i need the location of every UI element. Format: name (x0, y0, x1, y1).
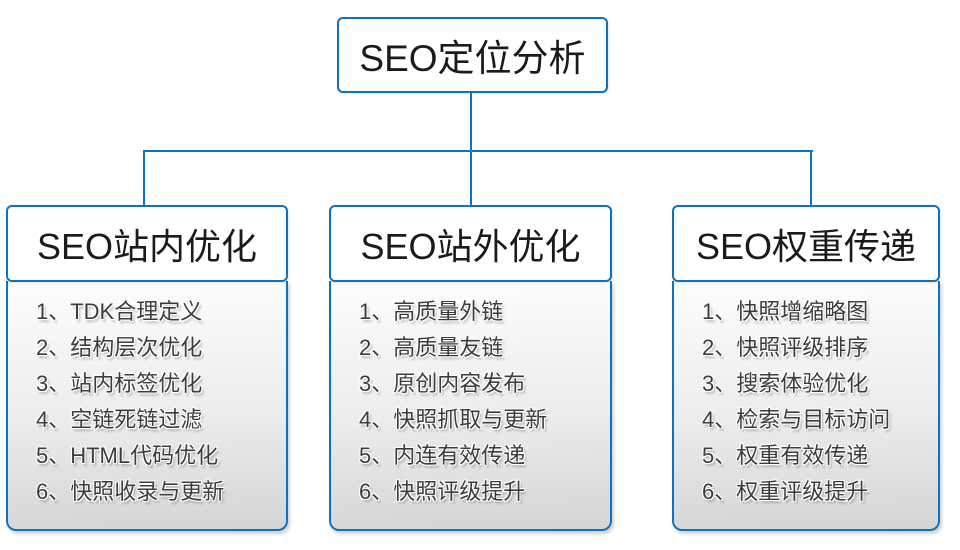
branch-onsite-optimization: SEO站内优化 1、TDK合理定义 2、结构层次优化 3、站内标签优化 4、空链… (6, 205, 288, 531)
list-item: 1、高质量外链 (359, 299, 504, 324)
list-item: 1、快照增缩略图 (702, 299, 869, 324)
branch-offsite-optimization: SEO站外优化 1、高质量外链 2、高质量友链 3、原创内容发布 4、快照抓取与… (329, 205, 612, 531)
list-item: 3、站内标签优化 (36, 371, 203, 396)
connector-root-vertical (470, 93, 472, 205)
branch-offsite-list: 1、高质量外链 2、高质量友链 3、原创内容发布 4、快照抓取与更新 5、内连有… (329, 281, 612, 531)
list-item: 5、权重有效传递 (702, 443, 869, 468)
list-item: 4、检索与目标访问 (702, 407, 891, 432)
branch-weight-transfer: SEO权重传递 1、快照增缩略图 2、快照评级排序 3、搜索体验优化 4、检索与… (672, 205, 940, 531)
branch-onsite-title: SEO站内优化 (36, 225, 258, 267)
list-item: 3、原创内容发布 (359, 371, 526, 396)
branch-offsite-title: SEO站外优化 (360, 225, 581, 267)
list-item: 6、快照收录与更新 (36, 479, 225, 504)
list-item: 5、内连有效传递 (359, 443, 526, 468)
branch-onsite-header: SEO站内优化 (6, 205, 288, 282)
list-item: 3、搜索体验优化 (702, 371, 869, 396)
list-item: 6、快照评级提升 (359, 479, 526, 504)
list-item: 2、结构层次优化 (36, 335, 203, 360)
list-item: 2、高质量友链 (359, 335, 504, 360)
root-node-title: SEO定位分析 (359, 38, 586, 79)
branch-weight-header: SEO权重传递 (672, 205, 940, 282)
list-item: 4、快照抓取与更新 (359, 407, 548, 432)
list-item: 4、空链死链过滤 (36, 407, 203, 432)
branch-offsite-header: SEO站外优化 (329, 205, 612, 282)
connector-horizontal (143, 150, 813, 152)
list-item: 2、快照评级排序 (702, 335, 869, 360)
list-item: 1、TDK合理定义 (36, 299, 203, 324)
connector-left-drop (143, 150, 145, 205)
branch-weight-title: SEO权重传递 (695, 225, 917, 267)
branch-onsite-list: 1、TDK合理定义 2、结构层次优化 3、站内标签优化 4、空链死链过滤 5、H… (6, 281, 288, 531)
root-node: SEO定位分析 (337, 17, 608, 93)
branch-weight-list: 1、快照增缩略图 2、快照评级排序 3、搜索体验优化 4、检索与目标访问 5、权… (672, 281, 940, 531)
connector-right-drop (810, 150, 812, 205)
list-item: 6、权重评级提升 (702, 479, 869, 504)
list-item: 5、HTML代码优化 (36, 443, 219, 468)
